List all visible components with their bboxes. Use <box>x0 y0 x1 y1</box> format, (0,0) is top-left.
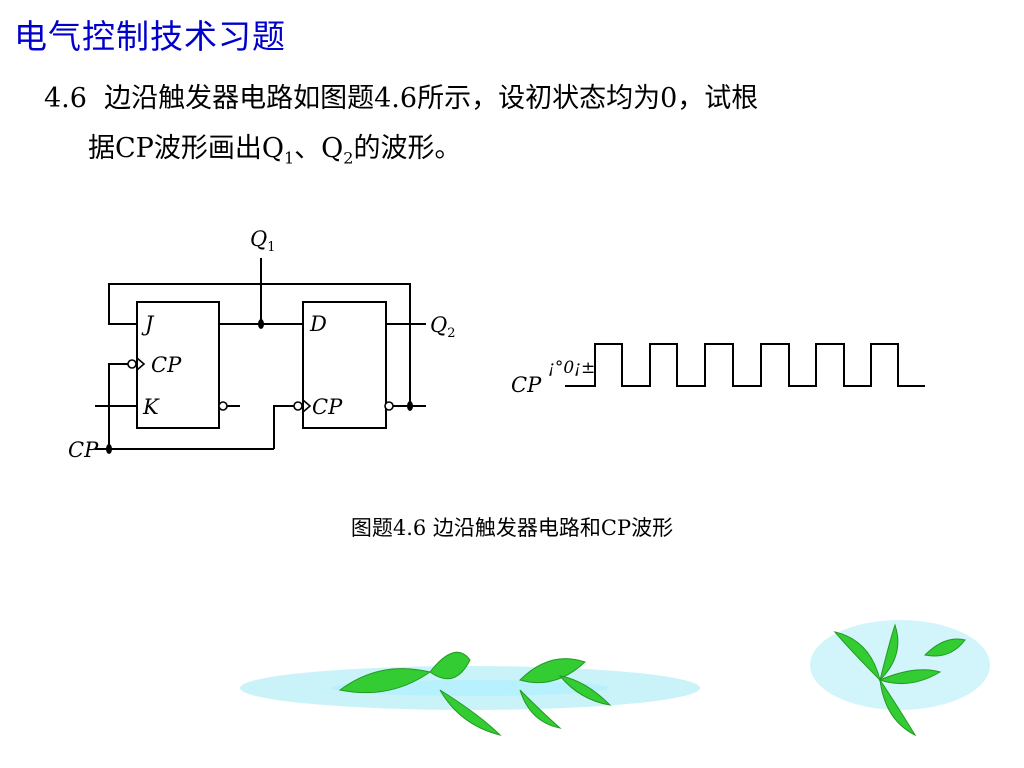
label-q2: Q2 <box>430 313 456 341</box>
problem-line2: 据CP波形画出Q1、Q2的波形。 <box>44 124 944 183</box>
leaf <box>833 631 881 682</box>
label-cp2: CP <box>312 395 343 419</box>
circuit-diagram <box>95 258 426 450</box>
problem-line2-prefix: 据CP波形画出Q <box>88 133 284 164</box>
cp1-wire <box>108 363 128 449</box>
junction-q1 <box>258 319 264 329</box>
q1bar-bubble <box>218 401 228 411</box>
leaf <box>558 675 612 706</box>
cp1-clock-triangle <box>136 357 146 371</box>
label-cp1: CP <box>151 353 182 377</box>
cp-waveform-line <box>565 343 925 387</box>
label-j: J <box>141 312 155 336</box>
label-q1: Q1 <box>250 227 276 255</box>
jk-flipflop-box <box>136 301 220 429</box>
leaf <box>879 623 899 682</box>
junction-q2bar <box>407 401 413 411</box>
problem-line1: 边沿触发器电路如图题4.6所示，设初状态均为0，试根 <box>104 83 759 114</box>
leaf <box>519 658 586 684</box>
label-d: D <box>309 312 327 336</box>
slide-title: 电气控制技术习题 <box>14 17 286 56</box>
problem-number: 4.6 <box>44 83 87 114</box>
cp2-bubble <box>293 401 303 411</box>
problem-sep: 、Q <box>294 133 344 164</box>
figure-caption: 图题4.6 边沿触发器电路和CP波形 <box>350 516 674 540</box>
q2bar-bubble <box>384 401 394 411</box>
leaf <box>923 638 966 657</box>
cp2-clock-triangle <box>302 399 312 413</box>
leaf <box>439 689 502 736</box>
leaf <box>519 689 562 729</box>
leaves-decoration-icon <box>240 620 990 737</box>
leaf <box>879 679 917 737</box>
label-cp-input: CP <box>68 438 99 462</box>
cp2-wire <box>273 405 294 449</box>
q1-subscript: 1 <box>283 148 295 168</box>
label-k: K <box>142 395 160 419</box>
d-flipflop-box <box>302 301 387 429</box>
clock-marks <box>136 357 312 413</box>
waveform-garbled-text: ¡°0¡± <box>548 358 595 378</box>
cp-waveform: CP ¡°0¡± <box>511 343 925 397</box>
leaf <box>878 669 942 685</box>
junction-cp <box>106 444 112 454</box>
junction-dots <box>106 319 413 454</box>
cp1-bubble <box>127 359 137 369</box>
problem-statement: 4.6 边沿触发器电路如图题4.6所示，设初状态均为0，试根 据CP波形画出Q1… <box>44 74 944 183</box>
leaf <box>429 651 471 680</box>
q2-subscript: 2 <box>343 148 354 168</box>
circuit-labels: Q1 Q2 J CP K D CP CP <box>68 227 456 462</box>
waveform-label: CP <box>511 373 542 397</box>
inversion-bubbles <box>127 359 394 411</box>
problem-line2-suffix: 的波形。 <box>353 133 462 164</box>
